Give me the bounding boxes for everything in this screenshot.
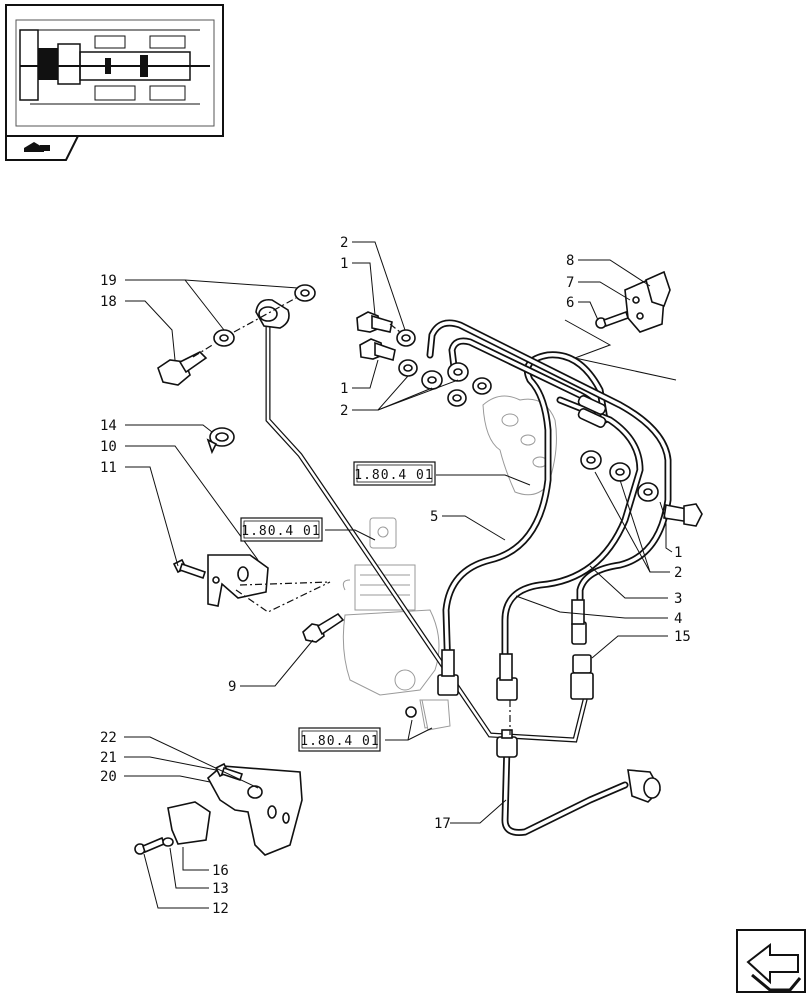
part-label-11: 11 bbox=[100, 460, 117, 476]
part-label-8: 8 bbox=[566, 253, 574, 269]
part-label-14: 14 bbox=[100, 418, 117, 434]
bracket-10[interactable] bbox=[207, 554, 269, 607]
screw-12[interactable] bbox=[134, 836, 165, 855]
next-page-arrow-icon[interactable] bbox=[736, 929, 806, 993]
part-label-2: 2 bbox=[340, 235, 348, 251]
part-label-9: 9 bbox=[228, 679, 236, 695]
part-label-7: 7 bbox=[566, 275, 574, 291]
part-label-1: 1 bbox=[674, 545, 682, 561]
banjo-bolt-1-right[interactable] bbox=[663, 503, 703, 527]
transmission-thumbnail[interactable] bbox=[5, 4, 224, 137]
bracket-8[interactable] bbox=[645, 270, 671, 308]
part-label-1: 1 bbox=[340, 381, 348, 397]
part-label-16: 16 bbox=[212, 863, 229, 879]
clamp-14[interactable] bbox=[206, 427, 235, 455]
pipe-4[interactable] bbox=[501, 396, 644, 684]
part-label-18: 18 bbox=[100, 294, 117, 310]
pipe-9-thin[interactable] bbox=[265, 320, 588, 743]
leader-lines bbox=[124, 241, 677, 909]
washer-13[interactable] bbox=[162, 837, 174, 847]
pipe-5[interactable] bbox=[442, 351, 609, 679]
part-label-19: 19 bbox=[100, 273, 117, 289]
union-15[interactable] bbox=[570, 654, 594, 700]
part-label-2: 2 bbox=[674, 565, 682, 581]
pipe-17-fittings[interactable] bbox=[496, 729, 661, 803]
part-label-5: 5 bbox=[430, 509, 438, 525]
washer-19-left[interactable] bbox=[213, 329, 235, 347]
part-label-2: 2 bbox=[340, 403, 348, 419]
reference-label: 1.80.4 01 bbox=[354, 468, 433, 483]
part-labels: 19 18 14 10 11 2 1 1 2 8 7 6 5 9 1 2 3 4… bbox=[100, 235, 691, 917]
banjo-bolt-18[interactable] bbox=[157, 351, 208, 386]
washer-22[interactable] bbox=[247, 785, 263, 799]
reference-box-a[interactable]: 1.80.4 01 bbox=[353, 461, 436, 486]
part-label-20: 20 bbox=[100, 769, 117, 785]
pipe-ends-right[interactable] bbox=[577, 395, 607, 429]
part-label-3: 3 bbox=[674, 591, 682, 607]
screw-11[interactable] bbox=[172, 558, 207, 580]
clip-16[interactable] bbox=[167, 801, 211, 845]
connector-lower[interactable] bbox=[405, 699, 451, 731]
pipe-end-fitting-19[interactable] bbox=[255, 298, 290, 329]
pipe-17[interactable] bbox=[501, 741, 629, 836]
washer-19-right[interactable] bbox=[294, 284, 316, 302]
part-label-12: 12 bbox=[212, 901, 229, 917]
tractor-icon bbox=[5, 135, 80, 161]
part-label-22: 22 bbox=[100, 730, 117, 746]
banjo-bolt-1-upper[interactable] bbox=[356, 311, 393, 333]
screw-6[interactable] bbox=[595, 310, 630, 329]
washers-2-right[interactable] bbox=[580, 450, 659, 502]
reference-box-b[interactable]: 1.80.4 01 bbox=[240, 517, 323, 542]
part-label-10: 10 bbox=[100, 439, 117, 455]
screw-9[interactable] bbox=[302, 612, 345, 643]
reference-label: 1.80.4 01 bbox=[300, 734, 379, 749]
reference-label: 1.80.4 01 bbox=[241, 524, 320, 539]
part-label-1: 1 bbox=[340, 256, 348, 272]
part-label-17: 17 bbox=[434, 816, 451, 832]
banjo-bolt-1-lower[interactable] bbox=[359, 338, 396, 362]
bracket-20[interactable] bbox=[206, 765, 303, 856]
washers-2-upper[interactable] bbox=[396, 329, 492, 407]
part-label-21: 21 bbox=[100, 750, 117, 766]
cylinder-housing-outline bbox=[342, 517, 449, 729]
reference-box-c[interactable]: 1.80.4 01 bbox=[298, 727, 381, 752]
nut-fittings[interactable] bbox=[437, 599, 587, 701]
pipe-3[interactable] bbox=[426, 319, 672, 609]
part-label-6: 6 bbox=[566, 295, 574, 311]
part-label-15: 15 bbox=[674, 629, 691, 645]
part-label-4: 4 bbox=[674, 611, 682, 627]
part-label-13: 13 bbox=[212, 881, 229, 897]
